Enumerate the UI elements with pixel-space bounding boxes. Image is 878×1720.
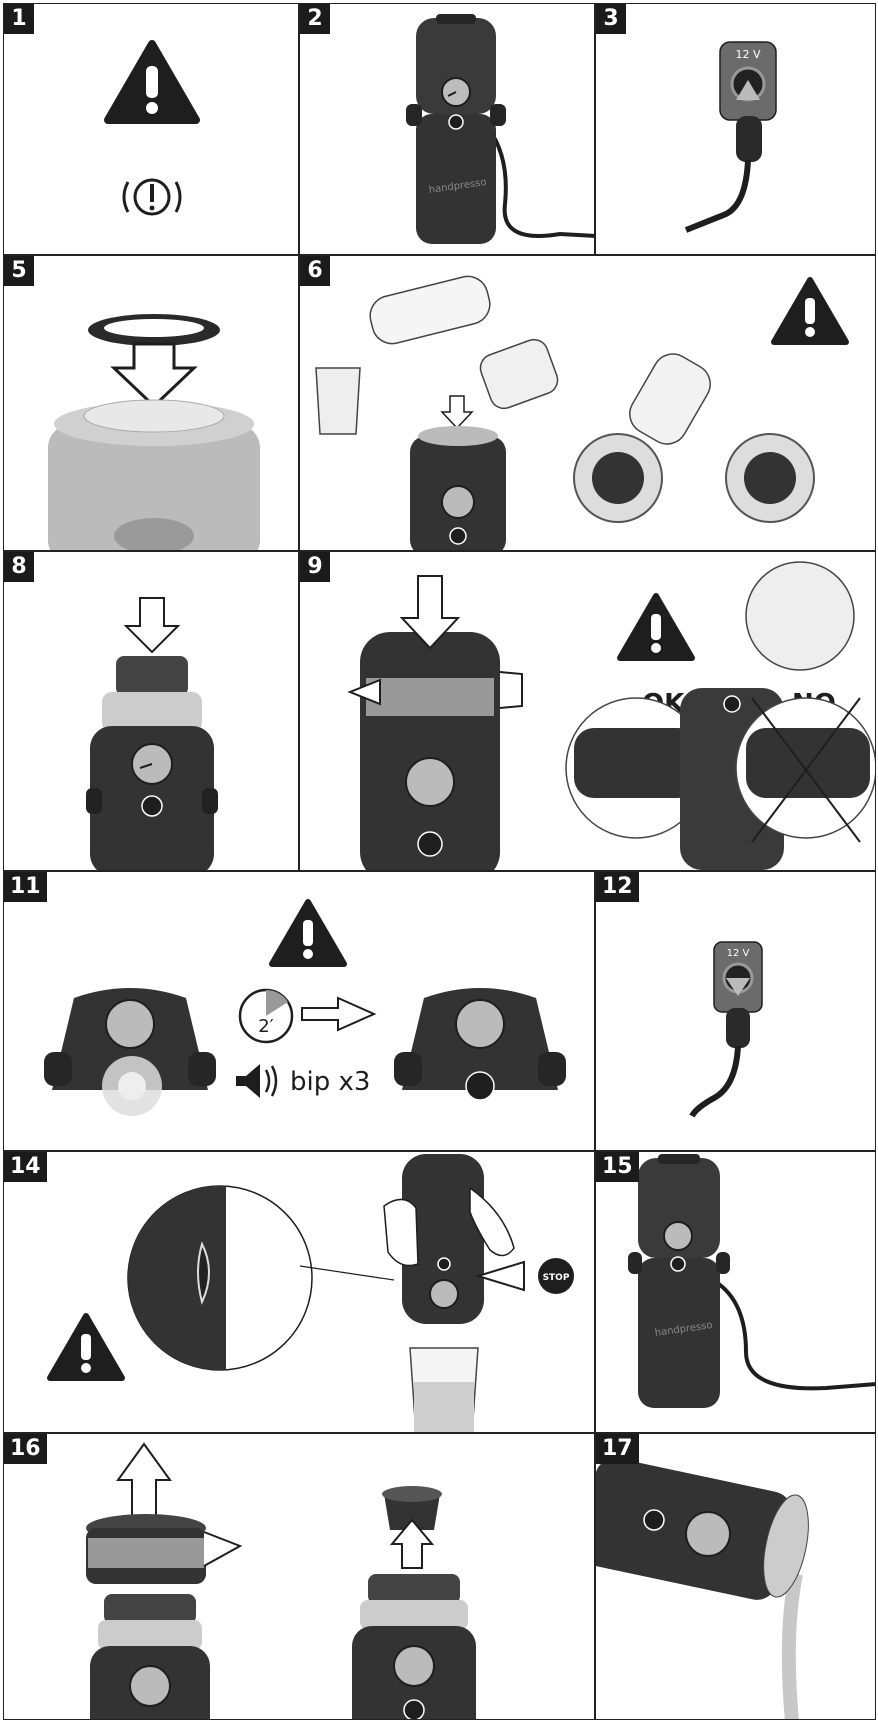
arrow-up-icon (116, 1442, 172, 1521)
filled-reservoir-icon (573, 353, 711, 523)
step-panel-8: 8 (3, 551, 299, 871)
detail-zoom-icon (127, 1185, 313, 1371)
step-number: 14 (4, 1152, 47, 1182)
hand-icon (383, 1186, 515, 1267)
warning-triangle-icon (269, 899, 347, 967)
step-illustration (86, 1442, 476, 1719)
stop-sign-icon (538, 1258, 574, 1294)
water-stream-icon (781, 1572, 803, 1719)
step-number: 3 (596, 4, 626, 34)
arrow-down-icon (110, 342, 198, 409)
arrow-down-icon (440, 395, 474, 430)
coffee-capsule-icon (382, 1486, 442, 1530)
step-illustration: handpresso (628, 1154, 875, 1408)
step-number: 11 (4, 872, 47, 902)
water-bottle-icon (369, 275, 491, 345)
stop-label: STOP (543, 1273, 570, 1283)
espresso-machine-icon (90, 1594, 210, 1719)
voltage-label: 12 V (735, 48, 760, 61)
rotate-right-icon (203, 1531, 243, 1567)
arrow-down-icon (726, 978, 750, 996)
step-number: 2 (300, 4, 330, 34)
espresso-machine-icon (360, 632, 500, 870)
attention-symbol-icon (122, 178, 182, 216)
warning-triangle-icon (771, 277, 849, 345)
espresso-machine-icon (628, 1154, 730, 1408)
rotate-left-icon (347, 678, 381, 706)
step-number: 16 (4, 1434, 47, 1464)
espresso-machine-tilted-icon (596, 1458, 809, 1600)
step-panel-16: 16 (3, 1433, 595, 1720)
speaker-icon (236, 1064, 278, 1098)
warning-triangle-icon (104, 40, 200, 124)
step-illustration: STOP (47, 1154, 574, 1432)
step-illustration: handpresso (406, 14, 594, 244)
step-illustration: 12 V (689, 941, 763, 1118)
espresso-machine-icon (402, 1154, 484, 1324)
step-number: 15 (596, 1152, 639, 1182)
step-panel-5: 5 (3, 255, 299, 551)
step-panel-2: 2 handpresso (299, 3, 595, 255)
machine-lid-icon (86, 1514, 206, 1584)
arrow-up-icon (389, 1518, 435, 1569)
arrow-up-icon (736, 80, 760, 100)
step-number: 5 (4, 256, 34, 286)
voltage-label: 12 V (727, 948, 750, 959)
step-panel-12: 12 12 V (595, 871, 876, 1151)
wrong-position-icon (735, 697, 875, 843)
warning-triangle-icon (47, 1313, 125, 1381)
step-number: 6 (300, 256, 330, 286)
reservoir-icon (725, 433, 815, 523)
arrow-right-icon (301, 996, 377, 1032)
espresso-machine-open-icon (352, 1574, 476, 1719)
machine-top-icon (48, 399, 260, 550)
step-panel-6: 6 (299, 255, 876, 551)
step-panel-15: 15 handpresso (595, 1151, 876, 1433)
step-illustration: 12 V (684, 41, 777, 233)
control-panel-before-icon (44, 988, 216, 1116)
step-panel-1: 1 (3, 3, 299, 255)
step-panel-11: 11 2′ (3, 871, 595, 1151)
step-number: 1 (4, 4, 34, 34)
step-panel-14: 14 (3, 1151, 595, 1433)
step-number: 12 (596, 872, 639, 902)
step-number: 8 (4, 552, 34, 582)
step-number: 17 (596, 1434, 639, 1464)
power-plug-icon (689, 1008, 750, 1118)
step-illustration (104, 40, 200, 216)
correct-position-icon (565, 697, 707, 839)
detail-zoom-icon (745, 561, 855, 671)
warning-triangle-icon (617, 593, 695, 661)
arrow-left-icon (474, 1260, 525, 1292)
arrow-down-icon (399, 575, 461, 650)
sound-label: bip x3 (290, 1067, 370, 1097)
measuring-cup-icon (479, 338, 559, 410)
step-illustration: 2′ bip x3 (44, 899, 566, 1116)
control-panel-after-icon (394, 988, 566, 1101)
step-number: 9 (300, 552, 330, 582)
arrow-down-icon (123, 597, 181, 654)
espresso-machine-icon (86, 656, 218, 870)
glass-icon (315, 367, 361, 435)
step-illustration (315, 275, 849, 550)
espresso-cup-icon (409, 1347, 479, 1432)
step-panel-17: 17 (595, 1433, 876, 1720)
step-panel-9: 9 OK NO (299, 551, 876, 871)
timer-icon (238, 988, 294, 1044)
espresso-machine-icon (406, 14, 506, 244)
seal-ring-icon (88, 314, 220, 346)
espresso-machine-icon (410, 426, 506, 550)
step-illustration: OK NO (347, 561, 875, 870)
timer-label: 2′ (258, 1016, 274, 1037)
step-illustration (48, 314, 260, 550)
step-panel-3: 3 12 V (595, 3, 876, 255)
power-plug-icon (684, 116, 762, 233)
step-illustration (86, 597, 218, 870)
step-illustration (596, 1458, 809, 1719)
